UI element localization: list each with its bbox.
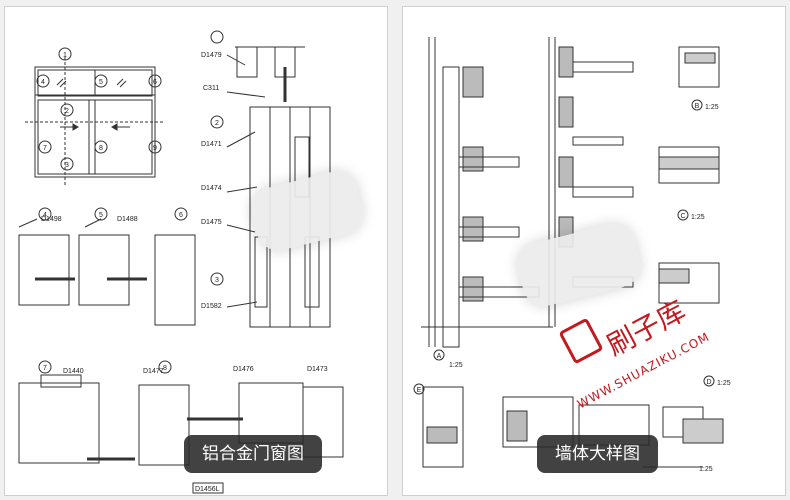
label-4: 4 xyxy=(41,79,45,86)
scale-label: 1:25 xyxy=(717,380,731,387)
aluminum-window-caption: 铝合金门窗图 xyxy=(184,435,322,473)
profile-code: D1475 xyxy=(201,219,222,226)
label-9: 9 xyxy=(153,145,157,152)
label-5b: 5 xyxy=(99,212,103,219)
aluminum-window-drawing-panel: 1 4 5 6 2 7 8 9 3 4 5 6 2 3 7 8 D1479 C3… xyxy=(4,6,388,496)
section-label: B xyxy=(695,103,700,110)
profile-code: D1476 xyxy=(233,366,254,373)
section-label: D xyxy=(706,379,711,386)
profile-code: D1582 xyxy=(201,303,222,310)
wall-detail-caption: 墙体大样图 xyxy=(537,435,658,473)
label-6b: 6 xyxy=(179,212,183,219)
profile-code: D1498 xyxy=(41,216,62,223)
profile-code: D1471 xyxy=(201,141,222,148)
section-label: C xyxy=(680,213,685,220)
label-7b: 7 xyxy=(43,365,47,372)
profile-code: D1477 xyxy=(143,368,164,375)
label-3: 3 xyxy=(65,162,69,169)
label-8: 8 xyxy=(99,145,103,152)
label-2: 2 xyxy=(65,108,69,115)
profile-code: C311 xyxy=(203,85,219,92)
section-label: E xyxy=(417,387,422,394)
profile-code: D1440 xyxy=(63,368,84,375)
label-4b: 4 xyxy=(43,212,47,219)
label-2b: 2 xyxy=(215,120,219,127)
profile-code: D1456L xyxy=(195,486,220,493)
label-1: 1 xyxy=(63,52,67,59)
scale-label: 1:25 xyxy=(699,466,713,473)
label-6: 6 xyxy=(153,79,157,86)
profile-code: D1488 xyxy=(117,216,138,223)
profile-code: D1474 xyxy=(201,185,222,192)
label-7: 7 xyxy=(43,145,47,152)
scale-label: 1:25 xyxy=(449,362,463,369)
label-5: 5 xyxy=(99,79,103,86)
aluminum-window-drawing: 1 4 5 6 2 7 8 9 3 4 5 6 2 3 7 8 D1479 C3… xyxy=(18,30,344,494)
profile-code: D1473 xyxy=(307,366,328,373)
wall-detail-drawing-panel: A B C D E 1:25 1:25 1:25 1:25 1:25 刷子库 W… xyxy=(402,6,786,496)
scale-label: 1:25 xyxy=(705,104,719,111)
profile-code: D1479 xyxy=(201,52,222,59)
scale-label: 1:25 xyxy=(691,214,705,221)
section-label: A xyxy=(437,353,442,360)
label-8b: 8 xyxy=(163,365,167,372)
label-3b: 3 xyxy=(215,277,219,284)
